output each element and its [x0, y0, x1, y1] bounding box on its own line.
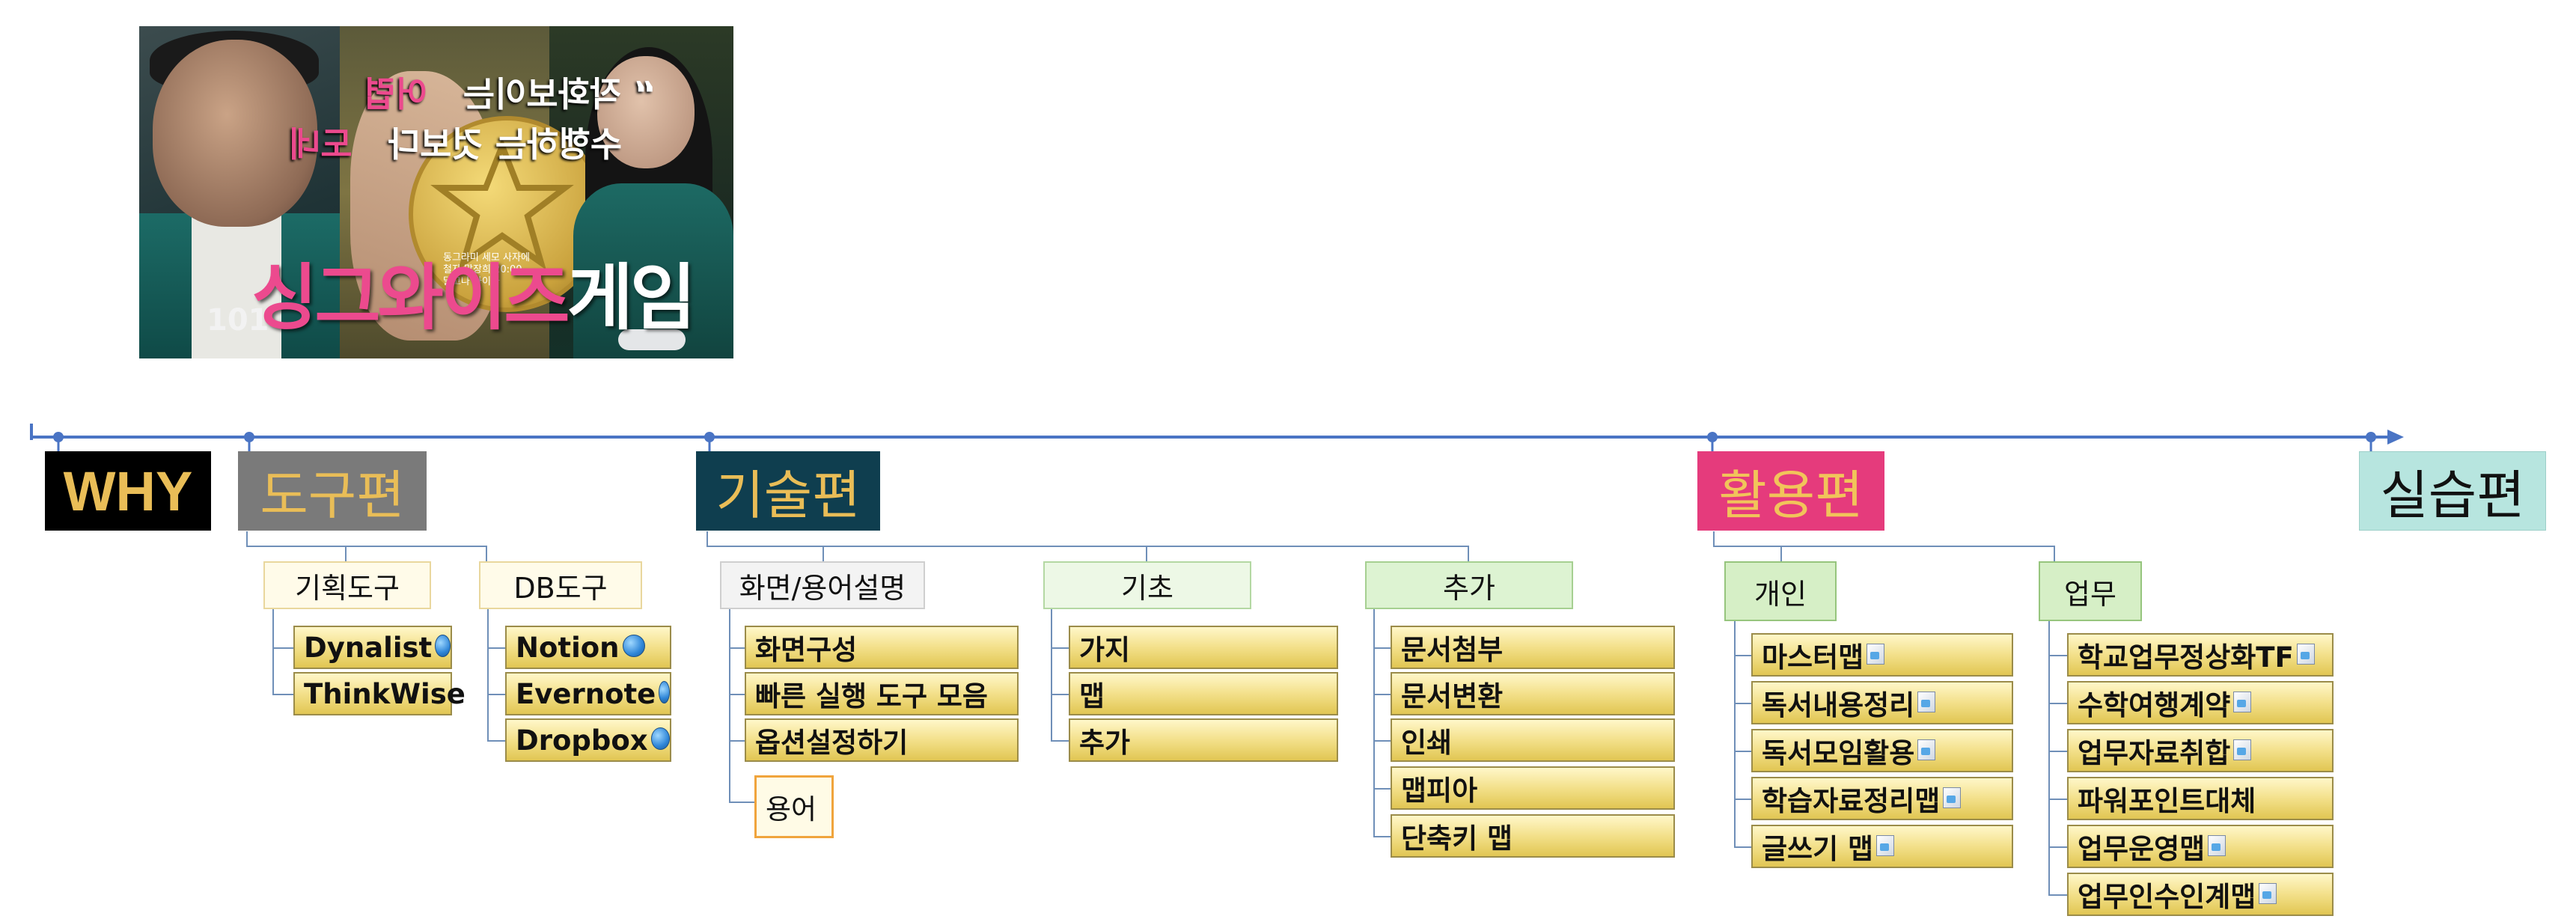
logo-part: 와이즈 — [377, 256, 570, 340]
leaf-label: 옵션설정하기 — [755, 727, 909, 759]
leaf-label: 독서내용정리 — [1762, 689, 1915, 721]
leaf-notion[interactable]: Notion — [505, 626, 671, 669]
leaf-label: 용어 — [766, 793, 817, 825]
star-icon — [430, 138, 574, 270]
leaf-label: Notion — [516, 631, 620, 664]
banner-face-right — [597, 56, 695, 168]
leaf-school-tf[interactable]: 학교업무정상화TF — [2067, 633, 2334, 677]
topic-personal[interactable]: 개인 — [1724, 561, 1837, 621]
topic-basics[interactable]: 기초 — [1043, 561, 1251, 609]
leaf-label: 맵 — [1079, 680, 1105, 712]
leaf-label: Dropbox — [516, 724, 648, 757]
topic-db-tools[interactable]: DB도구 — [479, 561, 642, 609]
leaf-label: 업무자료취합 — [2078, 737, 2231, 769]
globe-icon[interactable] — [435, 635, 451, 657]
leaf-label: 화면구성 — [755, 634, 858, 666]
leaf-label: Evernote — [516, 677, 656, 710]
logo-part: 게임 — [567, 256, 697, 340]
logo-part: 싱그 — [251, 256, 381, 340]
leaf-convert-doc[interactable]: 문서변환 — [1391, 672, 1675, 715]
caption-line: 동그라미 세모 사자에 — [443, 252, 530, 263]
leaf-writing-map[interactable]: 글쓰기 맵 — [1751, 825, 2013, 868]
document-icon[interactable] — [2259, 883, 2277, 904]
category-use[interactable]: 활용편 — [1697, 451, 1884, 531]
topic-extras[interactable]: 추가 — [1365, 561, 1573, 609]
leaf-data-collection[interactable]: 업무자료취합 — [2067, 729, 2334, 772]
leaf-label: 파워포인트대체 — [2078, 785, 2256, 817]
leaf-ppt-replace[interactable]: 파워포인트대체 — [2067, 777, 2334, 820]
leaf-label: 문서변환 — [1401, 680, 1504, 712]
leaf-screen-layout[interactable]: 화면구성 — [745, 626, 1019, 669]
globe-icon[interactable] — [650, 727, 670, 750]
document-icon[interactable] — [1876, 835, 1895, 856]
leaf-evernote[interactable]: Evernote — [505, 672, 671, 715]
topic-work[interactable]: 업무 — [2039, 561, 2142, 621]
leaf-options[interactable]: 옵션설정하기 — [745, 718, 1019, 762]
banner-logo: 싱그와이즈게임 — [251, 239, 697, 344]
caption-line: 달고나 마이카 — [443, 276, 500, 287]
caption-line: 철자 말장희 20:00 — [443, 264, 522, 275]
document-icon[interactable] — [2233, 692, 2252, 712]
category-tech[interactable]: 기술편 — [696, 451, 880, 531]
leaf-print[interactable]: 인쇄 — [1391, 718, 1675, 762]
leaf-trip-contract[interactable]: 수학여행계약 — [2067, 681, 2334, 724]
category-tools[interactable]: 도구편 — [238, 451, 427, 531]
leaf-label: 업무인수인계맵 — [2078, 881, 2256, 913]
leaf-master-map[interactable]: 마스터맵 — [1751, 633, 2013, 677]
category-practice[interactable]: 실습편 — [2359, 451, 2546, 531]
banner-image: 101 “ 작화보이는 어렵 수행하는 것보다 도네 동그라미 세모 사자에 철… — [139, 26, 733, 358]
leaf-study-map[interactable]: 학습자료정리맵 — [1751, 777, 2013, 820]
banner-shirt — [192, 213, 281, 358]
leaf-label: 글쓰기 맵 — [1762, 833, 1874, 865]
document-icon[interactable] — [2208, 835, 2226, 856]
leaf-thinkwise[interactable]: ThinkWise — [293, 672, 466, 715]
leaf-branch[interactable]: 가지 — [1069, 626, 1338, 669]
leaf-label: 업무운영맵 — [2078, 833, 2206, 865]
leaf-handover-map[interactable]: 업무인수인계맵 — [2067, 873, 2334, 916]
topic-planning-tools[interactable]: 기획도구 — [263, 561, 431, 609]
topic-screen-terms[interactable]: 화면/용어설명 — [720, 561, 925, 609]
globe-icon[interactable] — [659, 681, 670, 703]
leaf-label: 독서모임활용 — [1762, 737, 1915, 769]
banner-face-left — [153, 40, 317, 227]
category-why[interactable]: WHY — [45, 451, 211, 531]
leaf-map[interactable]: 맵 — [1069, 672, 1338, 715]
leaf-mappia[interactable]: 맵피아 — [1391, 766, 1675, 810]
leaf-dynalist[interactable]: Dynalist — [293, 626, 452, 669]
leaf-label: 맵피아 — [1401, 775, 1478, 807]
leaf-shortcut-map[interactable]: 단축키 맵 — [1391, 814, 1675, 858]
leaf-label: 단축키 맵 — [1401, 822, 1513, 855]
globe-icon[interactable] — [622, 635, 645, 657]
document-icon[interactable] — [1917, 692, 1936, 712]
leaf-label: 추가 — [1079, 727, 1131, 759]
leaf-label: Dynalist — [304, 631, 433, 664]
leaf-label: 수학여행계약 — [2078, 689, 2231, 721]
document-icon[interactable] — [1867, 644, 1885, 665]
document-icon[interactable] — [2233, 739, 2252, 760]
banner-sneaker — [618, 329, 686, 350]
document-icon[interactable] — [2296, 644, 2315, 665]
leaf-label: 문서첨부 — [1401, 634, 1504, 666]
leaf-label: 마스터맵 — [1762, 641, 1864, 674]
document-icon[interactable] — [1943, 787, 1962, 808]
leaf-attach-doc[interactable]: 문서첨부 — [1391, 626, 1675, 669]
leaf-add[interactable]: 추가 — [1069, 718, 1338, 762]
banner-player-number: 101 — [207, 303, 269, 338]
leaf-label: 인쇄 — [1401, 727, 1453, 759]
leaf-label: 학습자료정리맵 — [1762, 785, 1941, 817]
document-icon[interactable] — [1917, 739, 1936, 760]
leaf-dropbox[interactable]: Dropbox — [505, 718, 671, 762]
leaf-reading-notes[interactable]: 독서내용정리 — [1751, 681, 2013, 724]
leaf-ops-map[interactable]: 업무운영맵 — [2067, 825, 2334, 868]
leaf-label: 빠른 실행 도구 모음 — [755, 680, 988, 712]
leaf-reading-group[interactable]: 독서모임활용 — [1751, 729, 2013, 772]
leaf-quick-toolbar[interactable]: 빠른 실행 도구 모음 — [745, 672, 1019, 715]
leaf-label: 학교업무정상화TF — [2078, 641, 2294, 674]
leaf-label: 가지 — [1079, 634, 1131, 666]
leaf-terms[interactable]: 용어 — [754, 775, 834, 838]
leaf-label: ThinkWise — [304, 677, 466, 710]
banner-caption: 동그라미 세모 사자에 철자 말장희 20:00 달고나 마이카 — [443, 252, 530, 288]
